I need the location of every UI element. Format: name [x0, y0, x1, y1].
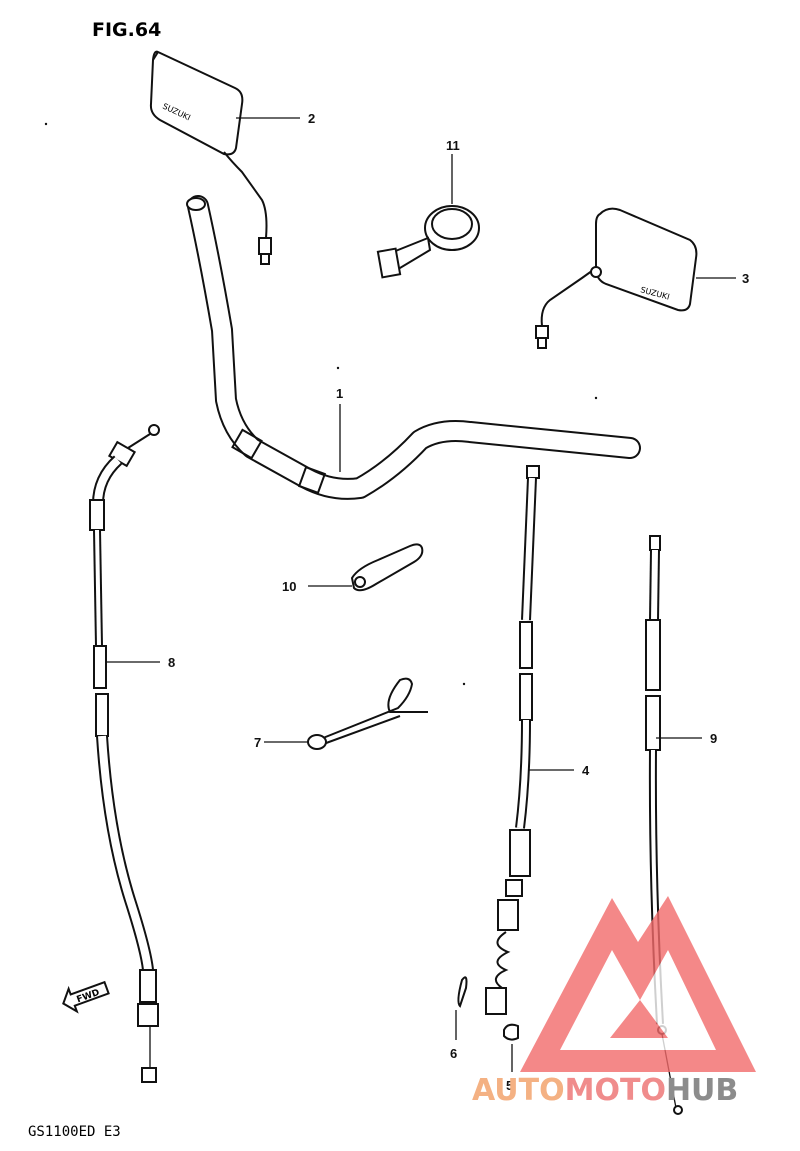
callout-1: 1 [336, 386, 343, 401]
callout-10: 10 [282, 579, 296, 594]
fwd-arrow-marker: FWD [62, 980, 110, 1014]
watermark-auto: AUTO [472, 1073, 565, 1108]
watermark-text: AUTOMOTOHUB [472, 1073, 738, 1108]
part-throttle-cable-left [89, 424, 160, 1083]
part-cable-clamp [350, 543, 424, 592]
callout-4: 4 [582, 763, 590, 778]
part-wire-clip [307, 677, 428, 750]
callout-5: 5 [506, 1078, 513, 1093]
model-code: GS1100ED E3 [28, 1124, 121, 1140]
part-clutch-cable [457, 465, 540, 1041]
callout-6: 6 [450, 1046, 457, 1061]
part-gauge-clamp [376, 205, 480, 279]
triangle-logo-icon [520, 896, 756, 1072]
part-left-mirror: SUZUKI [149, 50, 272, 265]
callout-3: 3 [742, 271, 749, 286]
part-handlebar [186, 195, 641, 500]
part-right-mirror: SUZUKI [535, 207, 698, 349]
automotohub-watermark: AUTOMOTOHUB [472, 896, 756, 1108]
callout-9: 9 [710, 731, 717, 746]
callout-7: 7 [254, 735, 261, 750]
figure-title: FIG.64 [92, 19, 161, 41]
callout-8: 8 [168, 655, 175, 670]
callout-11: 11 [446, 138, 460, 153]
watermark-moto: MOTO [565, 1073, 666, 1108]
watermark-hub: HUB [666, 1073, 738, 1108]
callout-2: 2 [308, 111, 315, 126]
